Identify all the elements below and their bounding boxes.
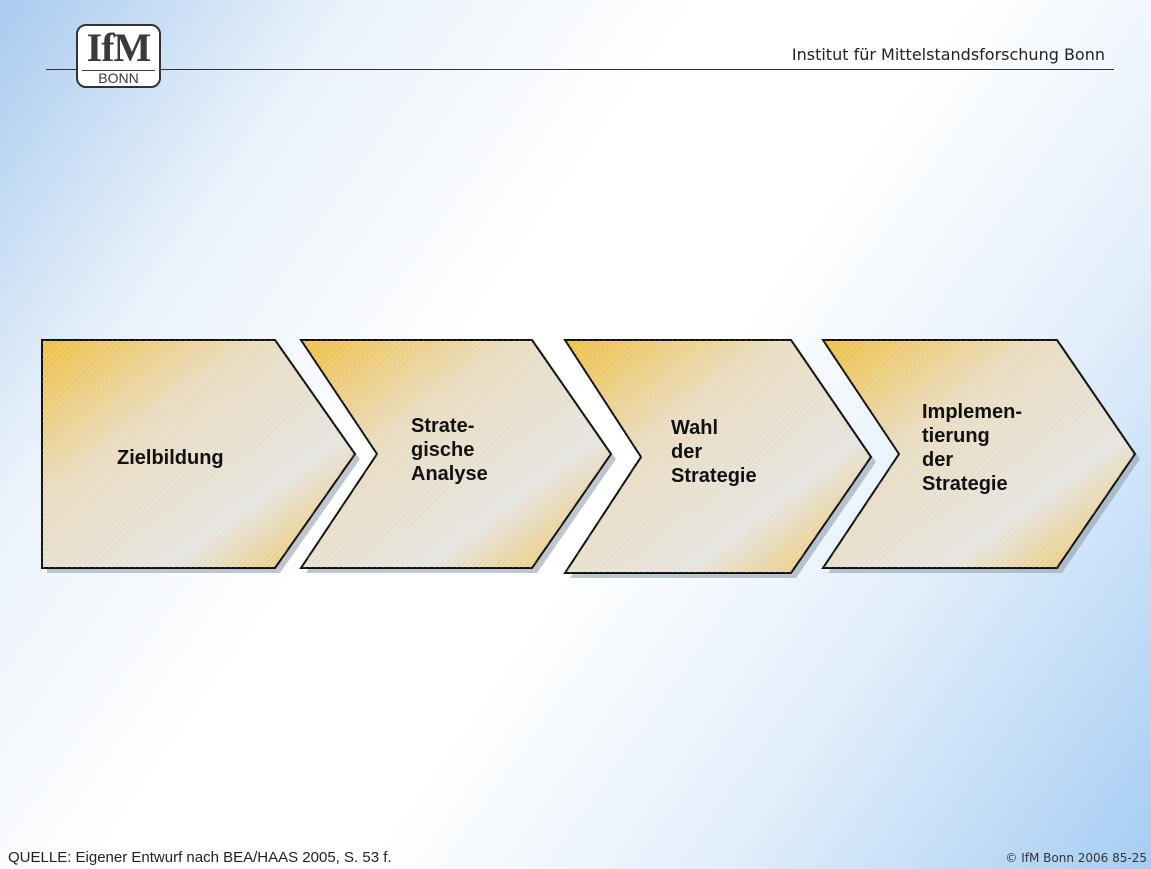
step-strategische-analyse <box>299 339 613 569</box>
source-note: QUELLE: Eigener Entwurf nach BEA/HAAS 20… <box>8 849 392 866</box>
step-label-zielbildung: Zielbildung <box>117 447 224 469</box>
ifm-logo: IfM BONN <box>76 24 161 88</box>
header-divider <box>46 69 1114 70</box>
copyright-note: © IfM Bonn 2006 85-25 <box>1005 851 1147 865</box>
step-implementierung <box>821 339 1137 569</box>
step-label-wahl-der-strategie: Wahl der Strategie <box>671 417 757 487</box>
step-zielbildung <box>41 339 357 569</box>
institute-title: Institut für Mittelstandsforschung Bonn <box>791 45 1105 64</box>
logo-subtitle: BONN <box>82 70 155 86</box>
step-wahl-der-strategie <box>563 339 873 574</box>
logo-wordmark: IfM <box>86 25 152 70</box>
step-label-implementierung: Implemen- tierung der Strategie <box>922 401 1023 495</box>
step-label-strategische-analyse: Strate- gische Analyse <box>411 415 488 485</box>
